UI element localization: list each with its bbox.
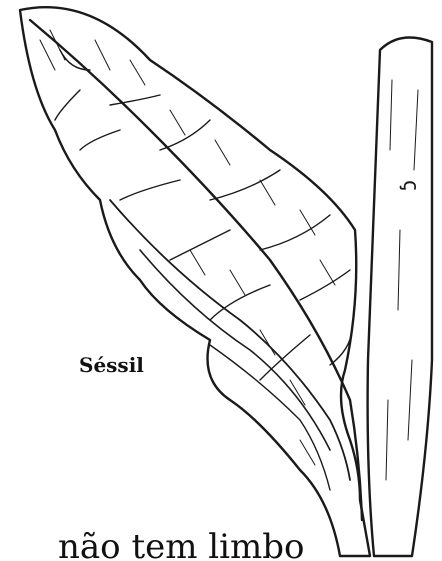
leaf-type-label: Séssil [79, 353, 144, 377]
midrib [30, 20, 362, 520]
leaf-blade [20, 7, 370, 556]
stem [368, 38, 432, 557]
caption-text: não tem limbo [58, 527, 305, 561]
stem-mark: ꞔ [398, 180, 423, 191]
